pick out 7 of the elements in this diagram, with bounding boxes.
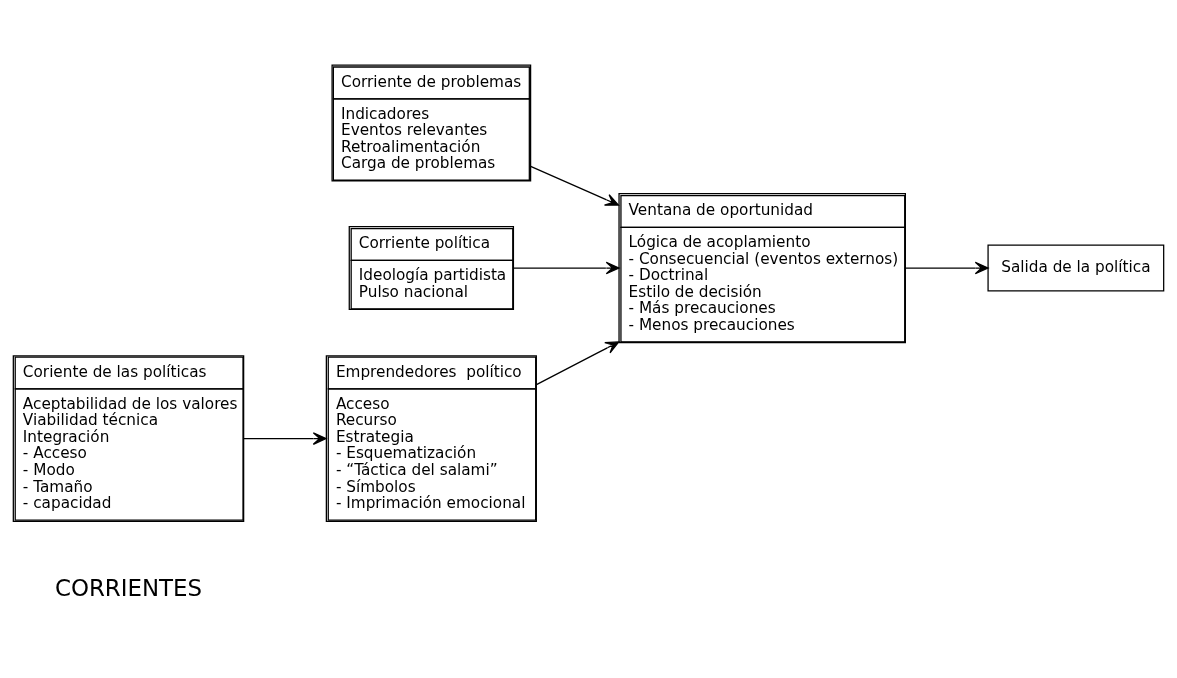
arrow: [535, 341, 620, 386]
node-box: Salida de la política: [987, 244, 1165, 292]
arrow: [904, 261, 989, 275]
label: CORRIENTES: [54, 574, 203, 601]
arrow: [530, 165, 620, 206]
arrow: [513, 261, 620, 275]
arrow: [243, 432, 327, 445]
